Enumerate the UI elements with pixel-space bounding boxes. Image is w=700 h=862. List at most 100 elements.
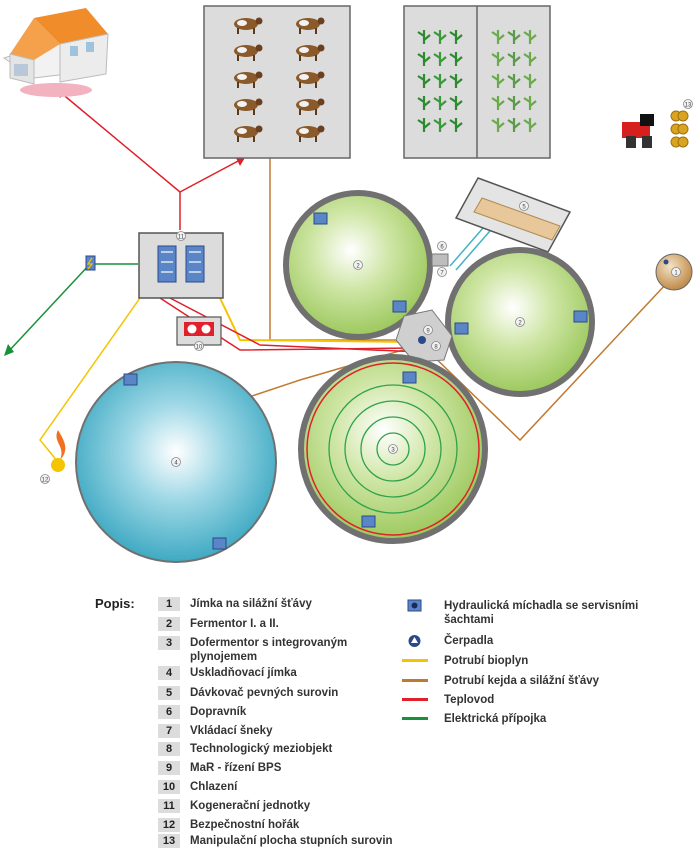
crop-icon: [523, 30, 537, 44]
crop-icon: [417, 96, 431, 110]
legend-label: Chlazení: [190, 781, 238, 793]
mixer-icon: [402, 371, 417, 384]
marker-8: 8: [434, 345, 438, 351]
line-swatch-icon: [400, 711, 428, 727]
marker-2: 2: [518, 321, 522, 327]
legend-number: 1: [158, 597, 180, 611]
crop-icon: [433, 74, 447, 88]
legend-label: Jímka na silážní šťávy: [190, 598, 312, 610]
crop-icon: [491, 96, 505, 110]
cow-icon: [234, 98, 263, 115]
line-swatch-icon: [400, 653, 428, 669]
crop-icon: [507, 118, 521, 132]
marker-4: 4: [174, 461, 178, 467]
cow-icon: [296, 44, 325, 61]
biogas-pipe: [219, 297, 411, 343]
marker-6: 6: [440, 245, 444, 251]
cow-icon: [296, 17, 325, 34]
marker-7: 7: [440, 271, 444, 277]
legend-label: Dávkovač pevných surovin: [190, 687, 339, 699]
marker-9: 9: [426, 329, 430, 335]
legend-number: 3: [158, 636, 180, 650]
legend-label: Kogenerační jednotky: [190, 800, 311, 812]
safety-flare: 12: [40, 430, 66, 484]
marker-10: 10: [196, 345, 203, 351]
key-label: Potrubí bioplyn: [444, 655, 529, 667]
crop-icon: [417, 118, 431, 132]
cow-icon: [296, 125, 325, 142]
heating-coil: [360, 416, 426, 482]
legend-number: 4: [158, 666, 180, 680]
mixer-icon: [392, 300, 407, 313]
electric-symbol: [85, 255, 96, 271]
marker-12: 12: [42, 478, 49, 484]
crop-icon: [491, 74, 505, 88]
pump-icon: [663, 259, 669, 265]
crop-icon: [433, 52, 447, 66]
legend-number: 8: [158, 742, 180, 756]
crop-icon: [417, 52, 431, 66]
cow-icon: [234, 17, 263, 34]
storage-tank: 4: [75, 361, 277, 563]
legend-label: Uskladňovací jímka: [190, 667, 297, 679]
marker-11: 11: [178, 235, 185, 241]
electric-line: [7, 263, 138, 353]
key-label: Čerpadla: [444, 635, 494, 647]
heating-coil: [344, 400, 442, 498]
key-label: Hydraulická míchadla se servisními šacht…: [444, 600, 639, 626]
crop-icon: [417, 74, 431, 88]
crop-icon: [523, 52, 537, 66]
mixer-icon: [400, 598, 428, 614]
biogas-plant-diagram: 13 5 2 2 6 7 9 8: [2, 5, 693, 563]
crop-icon: [491, 30, 505, 44]
legend-number: 13: [158, 834, 180, 848]
key-label: Potrubí kejda a silážní šťávy: [444, 675, 600, 687]
legend-number: 10: [158, 780, 180, 794]
crop-icon: [417, 30, 431, 44]
fermentor-2: 2: [445, 247, 595, 397]
marker-13: 13: [685, 103, 692, 109]
legend-number: 11: [158, 799, 180, 813]
cow-icon: [296, 71, 325, 88]
technology-building: 9 8: [395, 309, 453, 363]
legend-label: Fermentor I. a II.: [190, 618, 279, 630]
hay-bale-icon: [677, 110, 689, 122]
legend-number: 6: [158, 705, 180, 719]
crop-storage: [403, 5, 551, 159]
crop-icon: [433, 30, 447, 44]
hay-bale-icon: [677, 123, 689, 135]
silage-pit: 1: [655, 253, 693, 291]
crop-icon: [433, 118, 447, 132]
legend-label: Manipulační plocha stupních surovin: [190, 835, 393, 847]
heat-pipe: [59, 91, 181, 230]
crop-icon: [507, 52, 521, 66]
legend-heading: Popis:: [95, 596, 135, 611]
mixer-icon: [212, 537, 227, 550]
crop-icon: [449, 74, 463, 88]
biogas-pipe: [39, 297, 141, 463]
cow-icon: [296, 98, 325, 115]
crop-icon: [523, 74, 537, 88]
house-illustration: [2, 8, 109, 97]
crop-icon: [449, 96, 463, 110]
marker-1: 1: [674, 271, 678, 277]
crop-icon: [491, 52, 505, 66]
marker-3: 3: [391, 448, 395, 454]
legend-label: Vkládací šneky: [190, 725, 273, 737]
mixer-icon: [573, 310, 588, 323]
crop-icon: [507, 30, 521, 44]
conveyor-line: [455, 223, 497, 271]
marker-5: 5: [522, 205, 526, 211]
key-label: Teplovod: [444, 694, 495, 706]
marker-2: 2: [356, 264, 360, 270]
crop-icon: [433, 96, 447, 110]
heat-pipe: [179, 159, 241, 193]
mixer-icon: [361, 515, 376, 528]
feed-connection: 6 7: [431, 241, 449, 277]
legend-label: MaR - řízení BPS: [190, 762, 282, 774]
pump-icon: [400, 633, 428, 649]
crop-icon: [449, 30, 463, 44]
crop-icon: [491, 118, 505, 132]
cow-icon: [234, 44, 263, 61]
cow-icon: [234, 125, 263, 142]
